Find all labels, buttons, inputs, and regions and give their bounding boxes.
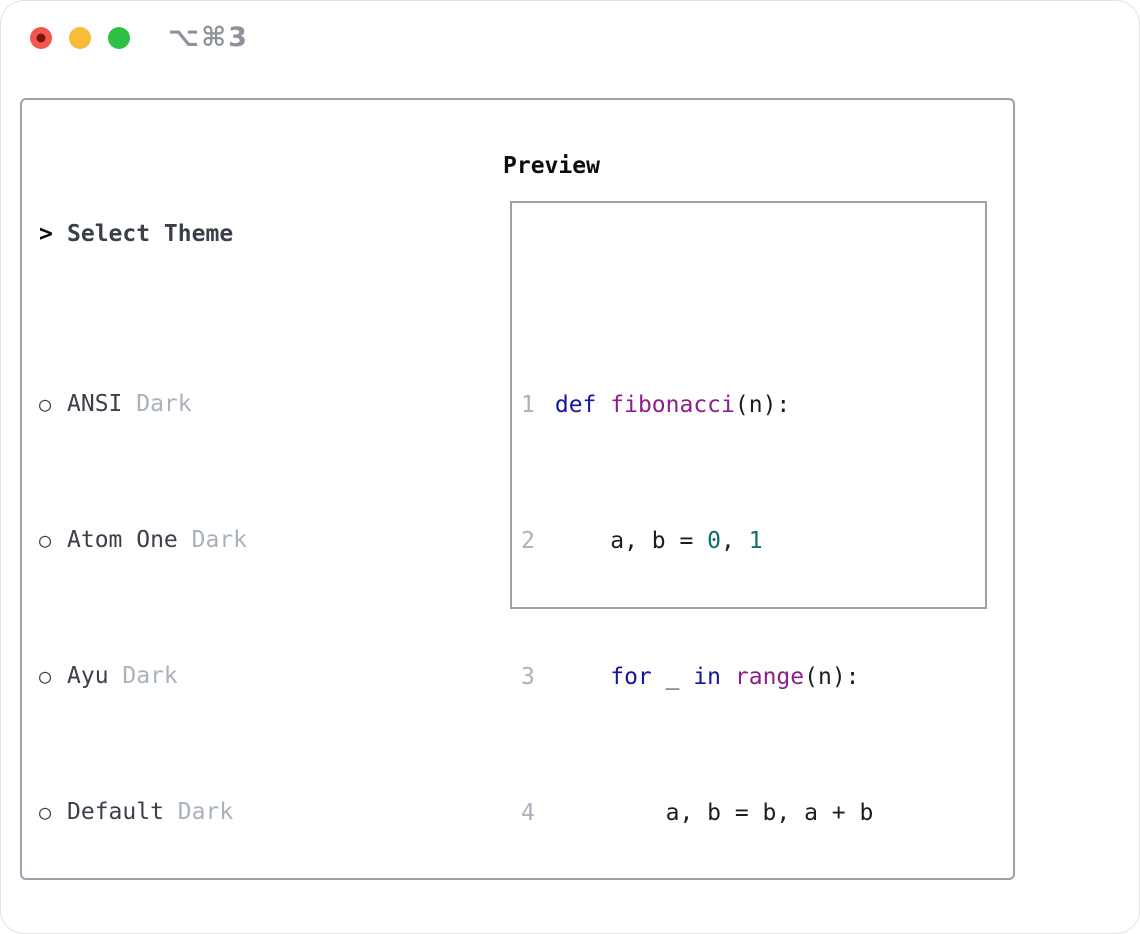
code-line: 1 def fibonacci(n): (521, 388, 943, 422)
code-token: (n): (734, 392, 791, 418)
code-token: (n): (804, 664, 860, 690)
code-token: range (734, 664, 805, 690)
code-token (555, 664, 610, 690)
option-variant: Dark (163, 799, 234, 825)
theme-list: > Select Theme ○ ANSI Dark ○ Atom One Dark … (39, 149, 469, 933)
code-token: in (693, 664, 722, 690)
code-token (596, 392, 610, 418)
unsaved-dot-icon (36, 33, 46, 43)
line-number: 3 (521, 664, 535, 690)
radio-icon: ○ (39, 800, 52, 824)
option-name: Atom One (67, 527, 178, 553)
code-token: 0 (707, 528, 722, 554)
line-content: for _ in range(n): (555, 664, 860, 690)
option-name: Ayu (67, 663, 109, 689)
zoom-button[interactable] (108, 27, 130, 49)
preview-title: Preview (503, 153, 600, 179)
code-token: def (554, 392, 597, 418)
line-number: 1 (521, 392, 535, 418)
line-number: 2 (521, 528, 535, 554)
select-theme-label: Select Theme (67, 221, 234, 247)
radio-icon: ○ (39, 392, 52, 416)
line-content: a, b = b, a + b (555, 800, 874, 826)
theme-option[interactable]: ○ Default Dark (39, 795, 469, 829)
radio-icon: ○ (39, 664, 52, 688)
option-variant: Dark (122, 391, 192, 417)
select-theme-header: > Select Theme (39, 217, 469, 251)
code-token: for (610, 664, 652, 690)
theme-picker-panel: >Select Theme ○ANSI Dark ○Atom One Dark … (20, 98, 1015, 880)
minimize-button[interactable] (69, 27, 91, 49)
code-token: a, b = (554, 528, 708, 554)
cursor-arrow-icon: > (39, 221, 53, 247)
window-shortcut-label: ⌥⌘3 (168, 22, 249, 53)
option-variant: Dark (177, 527, 248, 553)
titlebar: ⌥⌘3 (1, 1, 1139, 76)
radio-icon: ○ (39, 528, 52, 552)
option-name: Default (67, 799, 164, 825)
code-line: 3 for _ in range(n): (521, 660, 943, 694)
code-line: 2 a, b = 0, 1 (521, 524, 943, 558)
theme-option[interactable]: ○ ANSI Dark (39, 387, 469, 421)
line-content: def fibonacci(n): (555, 392, 790, 418)
code-token (721, 664, 735, 690)
line-number: 4 (521, 800, 535, 826)
close-button[interactable] (30, 27, 52, 49)
option-variant: Dark (108, 663, 178, 689)
code-token: fibonacci (610, 392, 735, 418)
line-content: a, b = 0, 1 (554, 528, 763, 554)
traffic-lights (30, 27, 130, 49)
code-token: _ (651, 664, 694, 690)
theme-options: ○ ANSI Dark ○ Atom One Dark ○ Ayu Dark ○ Def… (39, 319, 469, 933)
option-name: ANSI (67, 391, 123, 417)
code-token: , (721, 528, 749, 554)
code-token: 1 (748, 528, 763, 554)
theme-option[interactable]: ○ Ayu Dark (39, 659, 469, 693)
code-token: a, b = b, a + b (554, 800, 874, 826)
code-line: 4 a, b = b, a + b (521, 796, 943, 830)
theme-option[interactable]: ○ Atom One Dark (39, 523, 469, 557)
